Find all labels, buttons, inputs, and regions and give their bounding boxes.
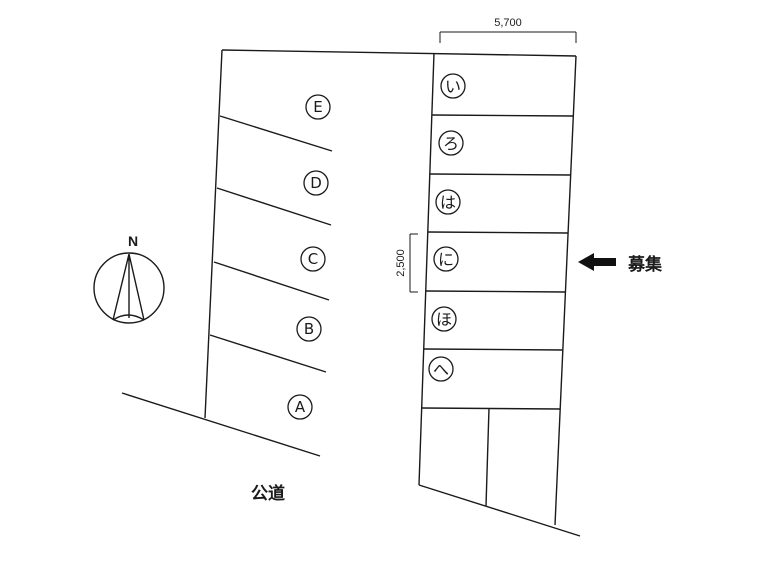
site-boundary [121,49,581,537]
divider-i-ro [431,114,574,117]
svg-text:い: い [445,77,461,96]
divider-he-bottom [421,407,561,410]
svg-text:B: B [304,320,314,338]
left-block-west-edge [204,49,223,419]
lot-label-e: E [305,94,331,120]
right-block-east-edge [554,55,577,526]
lot-label-ha: は [435,189,461,215]
lot-label-b: B [296,316,322,342]
width-dimension: 5,700 [439,17,577,43]
compass-needle-icon [112,253,145,321]
compass-circle [93,252,165,324]
divider-e-d [219,115,333,152]
right-block-south-edge [418,484,581,537]
lot-label-ni: に [433,246,459,272]
right-lot-labels: い ろ は に ほ へ [428,73,466,382]
divider-b-a [209,334,327,373]
svg-text:D: D [310,174,322,192]
recruiting-label: 募集 [627,254,663,275]
lot-label-a: A [287,394,313,420]
recruiting-callout: 募集 [578,253,663,275]
lot-label-he: へ [428,356,454,382]
svg-text:C: C [308,250,318,268]
right-stall-dividers [421,114,574,507]
svg-text:A: A [295,398,306,416]
public-road-line [121,392,321,457]
lot-label-ro: ろ [438,130,464,156]
right-block-west-edge [418,52,435,486]
depth-dimension: 2,500 [395,233,418,293]
top-boundary-line [221,49,577,57]
svg-text:ろ: ろ [443,134,459,153]
svg-text:は: は [440,193,456,212]
svg-text:へ: へ [433,360,449,379]
left-arrow-icon [578,253,616,271]
depth-dimension-label: 2,500 [395,249,407,277]
compass-needle-base [112,314,145,321]
left-lot-labels: E D C B A [287,94,331,420]
road-label: 公道 [251,483,285,504]
divider-c-b [213,261,330,301]
north-compass: N [93,233,165,324]
left-stall-dividers [209,115,333,373]
divider-ni-ho [425,290,566,293]
divider-ho-he [423,348,564,351]
lot-label-ho: ほ [431,306,457,332]
svg-text:ほ: ほ [436,310,452,329]
svg-text:に: に [438,250,454,269]
width-dimension-label: 5,700 [494,17,522,29]
north-label: N [128,233,138,249]
svg-text:E: E [313,98,322,116]
divider-ha-ni [427,231,569,234]
lot-label-d: D [303,170,329,196]
divider-d-c [216,187,332,226]
divider-ro-ha [429,173,572,176]
divider-bottom-split [485,407,490,507]
lot-label-i: い [440,73,466,99]
lot-label-c: C [300,246,326,272]
